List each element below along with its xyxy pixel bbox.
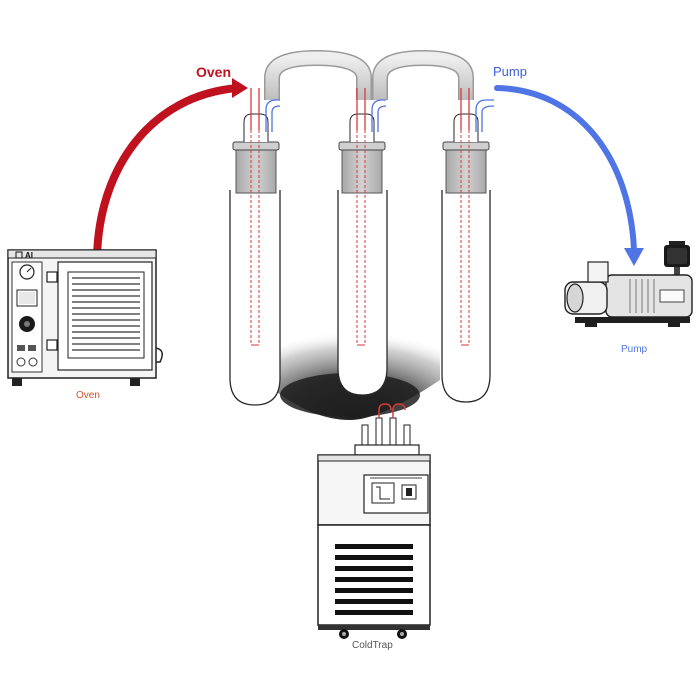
pump-device-label: Pump — [621, 344, 648, 355]
cold-trap-unit-icon — [317, 403, 431, 639]
coldtrap-device-label: ColdTrap — [352, 640, 393, 651]
connecting-hoses — [264, 49, 474, 100]
pump-arrow-label: Pump — [493, 64, 527, 79]
trap-tube-3 — [441, 88, 495, 403]
trap-tube-2 — [337, 88, 388, 396]
cold-trap-vents — [335, 544, 413, 615]
vacuum-pump-icon — [564, 241, 693, 327]
vacuum-oven-icon: AI — [7, 249, 163, 386]
oven-flow-arrow — [93, 78, 248, 266]
oven-door-vents — [72, 277, 140, 351]
oven-device-label: Oven — [76, 390, 100, 401]
cold-bath-base — [280, 373, 420, 417]
pump-flow-arrow — [494, 85, 644, 266]
oven-arrow-label: Oven — [196, 64, 231, 80]
trap-tube-1 — [229, 88, 281, 406]
oven-brand-logo: AI — [25, 251, 33, 260]
